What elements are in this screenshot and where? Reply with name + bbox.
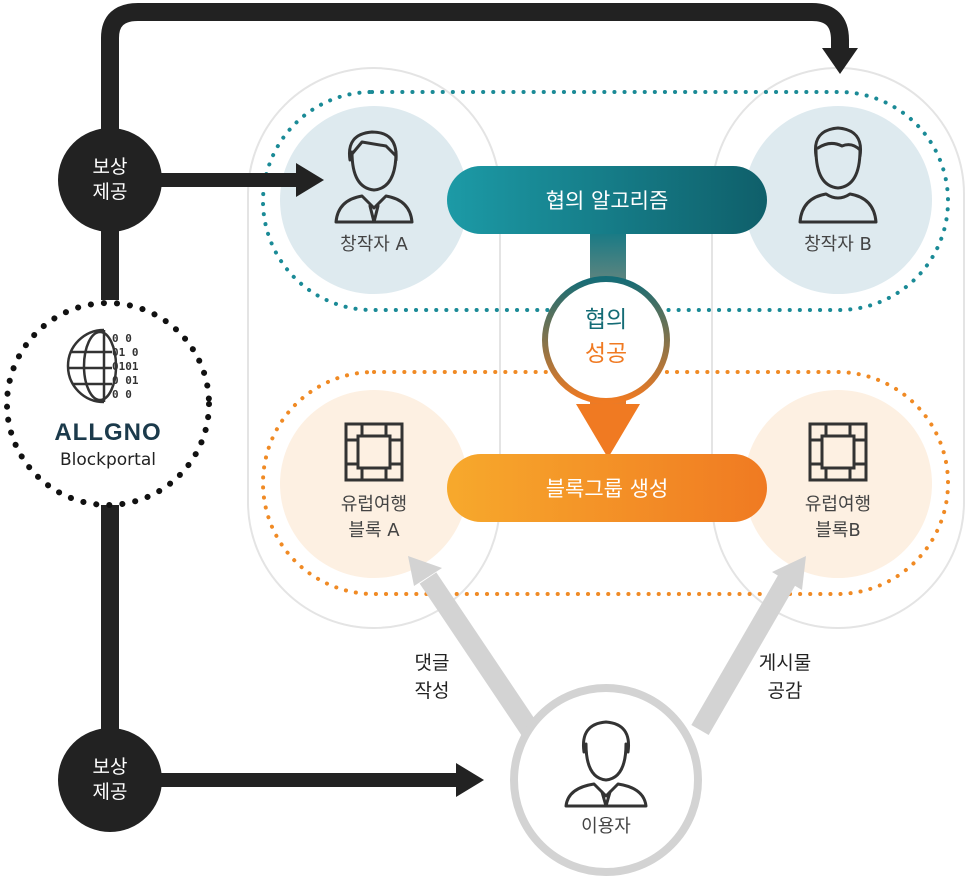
creator-group-outline xyxy=(261,90,950,312)
reward-bottom-node: 보상 제공 xyxy=(58,728,162,832)
user-label: 이용자 xyxy=(581,816,631,837)
consensus-success-line1: 협의 xyxy=(584,307,628,333)
block-a-label-line2: 블록 A xyxy=(348,520,400,541)
creator-b-circle xyxy=(744,106,932,294)
block-b-label-line2: 블록B xyxy=(815,520,861,541)
businessman-icon xyxy=(334,130,414,224)
like-label-line2: 공감 xyxy=(767,680,803,702)
consensus-algorithm-pill: 협의 알고리즘 xyxy=(447,166,767,234)
like-arrowhead xyxy=(772,556,806,590)
portal-brand: ALLGNO xyxy=(54,419,162,446)
block-b-label-line1: 유럽여행 xyxy=(804,494,872,515)
reward-bottom-line2: 제공 xyxy=(92,781,128,803)
portal-name: Blockportal xyxy=(60,450,156,470)
consensus-down-arrowhead xyxy=(576,404,640,458)
reward-bottom-line1: 보상 xyxy=(92,756,128,779)
consensus-algorithm-label: 협의 알고리즘 xyxy=(545,189,669,213)
consensus-success-ring xyxy=(542,276,670,404)
comment-arrowhead xyxy=(408,556,442,586)
block-a-label-line1: 유럽여행 xyxy=(340,494,408,515)
top-loop-arrow xyxy=(101,3,849,300)
binary-digits: 0 0 01 0 0101 0 01 0 0 xyxy=(112,332,145,401)
consensus-success-line2: 성공 xyxy=(584,341,628,367)
creator-a-label: 창작자 A xyxy=(340,234,408,255)
reward-top-arrowhead xyxy=(296,163,324,197)
block-b-circle xyxy=(744,390,932,578)
block-group-pill: 블록그룹 생성 xyxy=(447,454,767,522)
chip-block-icon xyxy=(344,422,404,482)
like-arrow xyxy=(691,572,797,736)
creator-a-circle xyxy=(280,106,468,294)
user-icon xyxy=(564,720,648,808)
portal-ring xyxy=(4,300,212,508)
comment-label-line2: 작성 xyxy=(414,680,450,702)
globe-binary-icon xyxy=(66,328,118,404)
person-icon xyxy=(798,126,878,224)
top-loop-arrowhead xyxy=(822,48,858,74)
creator-b-label: 창작자 B xyxy=(804,234,872,255)
comment-label-line1: 댓글 xyxy=(414,652,450,674)
reward-top-node: 보상 제공 xyxy=(58,128,162,232)
block-a-circle xyxy=(280,390,468,578)
reward-top-line1: 보상 xyxy=(92,156,128,179)
chip-block-icon xyxy=(808,422,868,482)
block-group-label: 블록그룹 생성 xyxy=(545,477,669,501)
reward-bottom-arrowhead xyxy=(456,763,484,797)
like-label-line1: 게시물 xyxy=(758,652,812,674)
reward-top-line2: 제공 xyxy=(92,181,128,203)
comment-arrow xyxy=(419,572,539,736)
